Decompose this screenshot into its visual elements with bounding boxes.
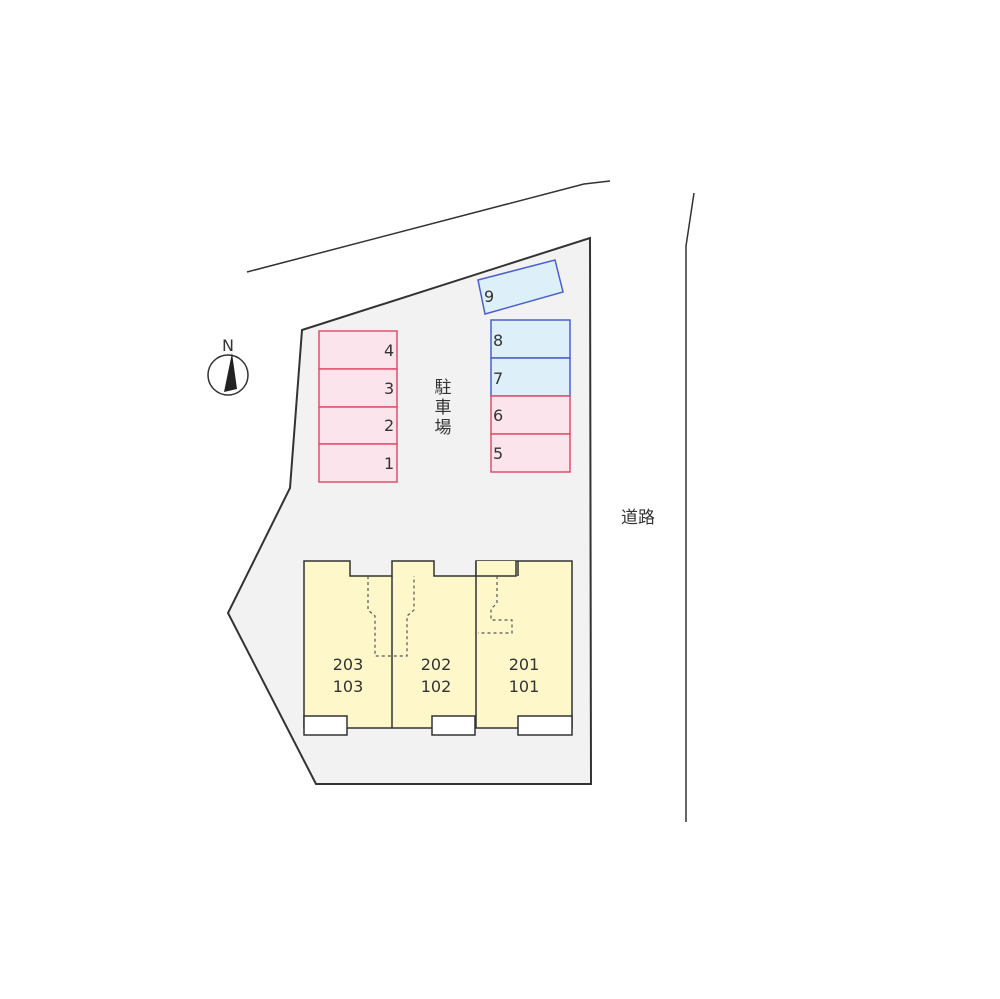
unit-201-label: 201 xyxy=(509,655,540,674)
parking-space-1-number: 1 xyxy=(384,454,394,473)
north-boundary-line xyxy=(246,180,611,273)
road-label: 道路 xyxy=(621,508,655,528)
parking-space-3-number: 3 xyxy=(384,379,394,398)
parking-area-label: 駐 車 場 xyxy=(435,378,452,438)
apartment-building: 203 103 202 102 201 101 xyxy=(303,560,573,736)
parking-label-char-1: 駐 xyxy=(435,378,452,398)
unit-201-balcony xyxy=(517,715,573,736)
parking-space-4: 4 xyxy=(318,330,398,370)
parking-space-7-number: 7 xyxy=(493,369,503,388)
unit-202-balcony xyxy=(431,715,476,736)
road-edge-line xyxy=(685,192,695,822)
parking-label-char-2: 車 xyxy=(435,398,452,418)
unit-102-label: 102 xyxy=(421,677,452,696)
unit-203-label: 203 xyxy=(333,655,364,674)
parking-space-6: 6 xyxy=(490,395,571,435)
parking-space-4-number: 4 xyxy=(384,341,394,360)
parking-space-2: 2 xyxy=(318,406,398,445)
parking-space-2-number: 2 xyxy=(384,416,394,435)
parking-space-5-number: 5 xyxy=(493,444,503,463)
unit-101-label: 101 xyxy=(509,677,540,696)
parking-space-7: 7 xyxy=(490,357,571,397)
parking-space-8: 8 xyxy=(490,319,571,359)
parking-space-3: 3 xyxy=(318,368,398,408)
interior-stair-outline xyxy=(367,576,513,657)
building-outline xyxy=(303,560,573,729)
north-letter: N xyxy=(222,336,234,355)
north-arrow-icon: N xyxy=(207,336,249,396)
unit-202-label: 202 xyxy=(421,655,452,674)
parking-space-1: 1 xyxy=(318,443,398,483)
parking-space-5: 5 xyxy=(490,433,571,473)
parking-space-8-number: 8 xyxy=(493,331,503,350)
unit-203-balcony xyxy=(303,715,348,736)
parking-label-char-3: 場 xyxy=(435,418,452,438)
unit-103-label: 103 xyxy=(333,677,364,696)
parking-space-9: 9 xyxy=(477,259,564,315)
parking-space-6-number: 6 xyxy=(493,406,503,425)
parking-space-9-number: 9 xyxy=(484,287,494,306)
